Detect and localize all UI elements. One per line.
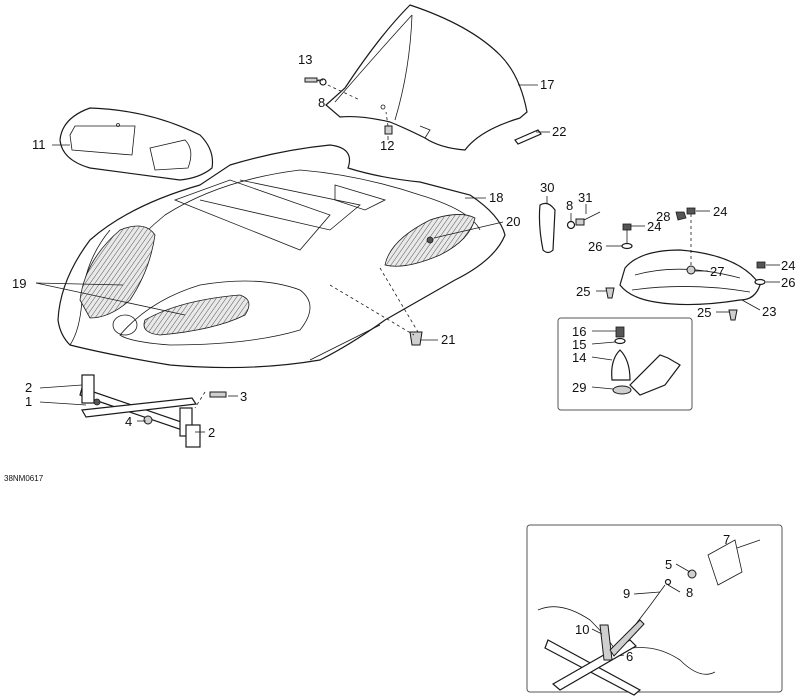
- callout-26-right: 26: [781, 275, 795, 290]
- callout-11: 11: [32, 137, 46, 152]
- callout-21: 21: [441, 332, 455, 347]
- callout-24-mid: 24: [647, 219, 661, 234]
- strip-22: [514, 129, 542, 145]
- callout-16: 16: [572, 324, 586, 339]
- callout-6: 6: [626, 649, 633, 664]
- callout-13: 13: [298, 52, 312, 67]
- vent-screen-20: [384, 214, 476, 267]
- nut-12: [384, 111, 393, 135]
- clip-25-b: [728, 309, 738, 321]
- clip-25-a: [605, 287, 615, 299]
- callout-5: 5: [665, 557, 672, 572]
- vent-screen-19-center: [143, 294, 250, 336]
- callout-4: 4: [125, 414, 132, 429]
- callout-8-side: 8: [566, 198, 573, 213]
- callout-20: 20: [506, 214, 520, 229]
- callout-23: 23: [762, 304, 776, 319]
- nut-28: [675, 211, 687, 221]
- callout-1: 1: [25, 394, 32, 409]
- callout-17: 17: [540, 77, 554, 92]
- callout-8-top: 8: [318, 95, 325, 110]
- callout-9: 9: [623, 586, 630, 601]
- bracket-30: [538, 202, 556, 254]
- callout-10: 10: [575, 622, 589, 637]
- callout-15: 15: [572, 337, 586, 352]
- washer-26-b: [754, 278, 766, 286]
- vent-screen-19-left: [79, 225, 156, 319]
- callout-7: 7: [723, 532, 730, 547]
- washer-8-side: [566, 220, 576, 230]
- screw-24-a: [686, 207, 696, 265]
- callout-26-left: 26: [588, 239, 602, 254]
- callout-29: 29: [572, 380, 586, 395]
- callout-14: 14: [572, 350, 586, 365]
- screw-3: [194, 391, 227, 409]
- screw-24-c: [756, 261, 766, 269]
- callout-25-right: 25: [697, 305, 711, 320]
- callout-19: 19: [12, 276, 26, 291]
- callout-8-box: 8: [686, 585, 693, 600]
- detail-box-harness: [526, 524, 783, 696]
- callout-24-right: 24: [781, 258, 795, 273]
- callout-labels: 13 8 17 22 12 11 18 20 19 21 2 1 3 4 2 3…: [4, 52, 795, 664]
- callout-24-top: 24: [713, 204, 727, 219]
- washer-26-a: [621, 242, 633, 250]
- callout-3: 3: [240, 389, 247, 404]
- callout-22: 22: [552, 124, 566, 139]
- detail-box-mirror: [557, 317, 693, 411]
- callout-31: 31: [578, 190, 592, 205]
- reference-code: 38NM0617: [4, 474, 44, 483]
- callout-25-left: 25: [576, 284, 590, 299]
- bracket-assembly: [79, 374, 201, 448]
- fairing-23: [619, 249, 761, 306]
- windshield: [325, 4, 528, 151]
- callout-28: 28: [656, 209, 670, 224]
- screw-24-b: [622, 223, 632, 243]
- leader-lines: [35, 79, 780, 657]
- callout-18: 18: [489, 190, 503, 205]
- callout-30: 30: [540, 180, 554, 195]
- clip-21: [329, 267, 423, 346]
- callout-2-right: 2: [208, 425, 215, 440]
- nut-27: [686, 265, 696, 275]
- callout-12: 12: [380, 138, 394, 153]
- screw-31: [575, 211, 601, 226]
- callout-2-left: 2: [25, 380, 32, 395]
- washer-8-top: [319, 78, 327, 86]
- callout-27: 27: [710, 264, 724, 279]
- dash-panel: [59, 107, 214, 181]
